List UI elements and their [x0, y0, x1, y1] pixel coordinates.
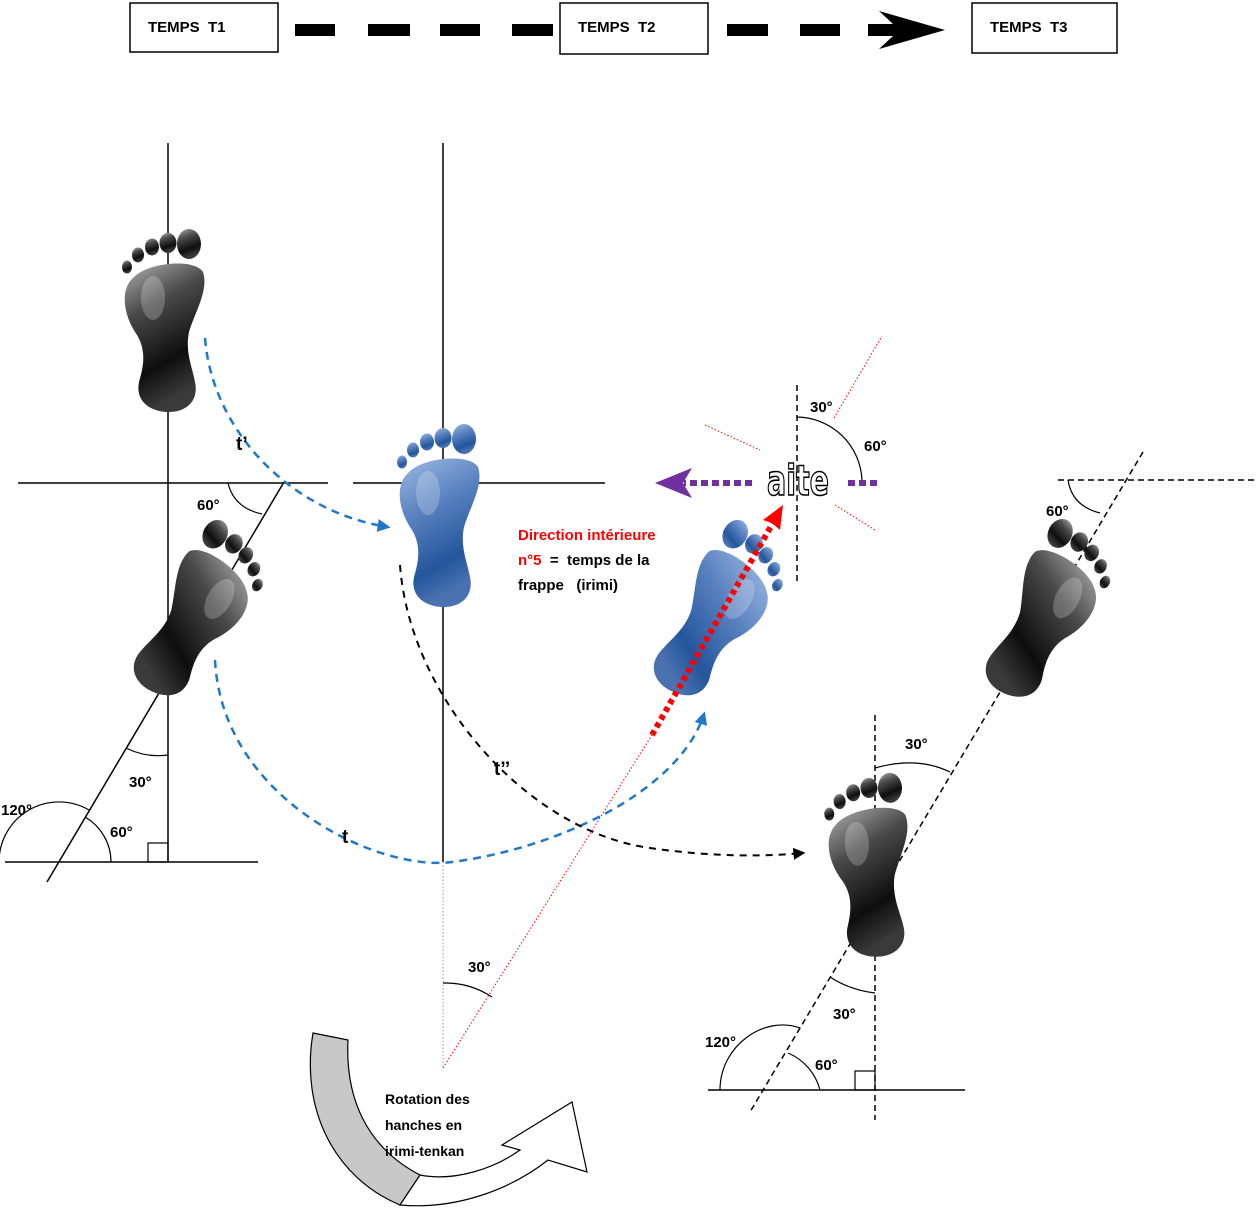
path-t-arrow: [213, 659, 708, 865]
timeline-label-t1: TEMPS T1: [148, 19, 226, 36]
direction-note-line2: n°5 = temps de la: [518, 552, 650, 569]
direction-note-line2-text: = temps de la: [542, 552, 651, 569]
aite-guide-30: [833, 335, 883, 419]
rotation-arrow-head: [398, 1101, 588, 1207]
path-t-label: t: [342, 827, 349, 848]
timeline-box-t3: [971, 2, 1118, 54]
right-lower-angle-arc: [829, 976, 876, 994]
left-middle-angle-arc: [125, 747, 169, 757]
dark-foot-t3-upright: [822, 772, 915, 960]
direction-n5-arrowhead: [763, 505, 783, 530]
aite-angle-60-label: 60°: [864, 438, 887, 455]
right-right-angle-mark: [854, 1070, 876, 1091]
direction-guide-line: [442, 734, 653, 1069]
left-small-angle-label: 60°: [110, 824, 133, 841]
timeline-box-t1: [129, 2, 279, 53]
direction-note-number: n°5: [518, 552, 542, 569]
timeline-label-t3: TEMPS T3: [990, 19, 1068, 36]
right-large-angle-label: 120°: [705, 1034, 736, 1051]
middle-section: t’’ 30° Direction intérieure n°5 = temps…: [353, 143, 806, 1069]
aite-marker: 30° 60° aite: [655, 335, 887, 585]
aite-guide-left: [704, 424, 761, 451]
path-t-prime-arrow: [203, 337, 391, 532]
left-top-angle-label: 60°: [197, 497, 220, 514]
hip-rotation: Rotation des hanches en irimi-tenkan: [309, 1032, 588, 1207]
right-section: 60° 30° 30° 120° 60°: [705, 451, 1256, 1120]
left-large-angle-arc: [0, 801, 90, 856]
left-small-angle-arc: [84, 816, 112, 863]
aite-guide-right: [834, 504, 876, 531]
path-t-double-prime-arrow: [399, 564, 806, 860]
center-bottom-angle-label: 30°: [468, 959, 491, 976]
aite-angle-30-label: 30°: [810, 399, 833, 416]
direction-note-line3: frappe (irimi): [518, 577, 618, 594]
left-large-angle-label: 120°: [1, 802, 32, 819]
timeline-arrowhead: [868, 11, 945, 49]
blue-foot-t2-upright: [397, 424, 480, 607]
right-middle-angle-arc: [874, 762, 951, 773]
center-bottom-angle-arc: [442, 982, 493, 998]
timeline-box-t2: [559, 2, 709, 55]
dark-foot-t1-upright: [122, 229, 205, 412]
rotation-note-line1: Rotation des: [385, 1091, 470, 1107]
path-t-double-prime-label: t’’: [494, 759, 510, 780]
right-top-angle-arc: [1067, 479, 1101, 514]
dark-foot-t3-tilted: [970, 513, 1127, 714]
direction-note-line1: Direction intérieure: [518, 527, 656, 544]
right-small-angle-label: 60°: [815, 1057, 838, 1074]
timeline: TEMPS T1 TEMPS T2 TEMPS T3: [129, 2, 1118, 55]
aite-label: aite: [767, 456, 829, 505]
rotation-note-line3: irimi-tenkan: [385, 1143, 464, 1159]
left-section: 60° 30° 120° 60° t’ t: [0, 143, 708, 883]
aite-purple-arrowhead: [655, 468, 692, 498]
right-middle-angle-label: 30°: [905, 736, 928, 753]
aite-angle-arc: [796, 416, 863, 481]
left-right-angle-mark: [147, 842, 169, 863]
left-top-angle-arc: [227, 482, 263, 515]
timeline-label-t2: TEMPS T2: [578, 19, 656, 36]
left-middle-angle-label: 30°: [129, 774, 152, 791]
right-small-angle-arc: [787, 1052, 821, 1091]
right-top-angle-label: 60°: [1046, 503, 1069, 520]
dark-foot-t1-tilted: [117, 513, 281, 714]
rotation-note-line2: hanches en: [385, 1117, 462, 1133]
right-lower-angle-label: 30°: [833, 1006, 856, 1023]
path-t-prime-label: t’: [236, 434, 248, 455]
right-large-angle-arc: [719, 1024, 801, 1091]
right-diagonal-axis: [749, 451, 1144, 1113]
